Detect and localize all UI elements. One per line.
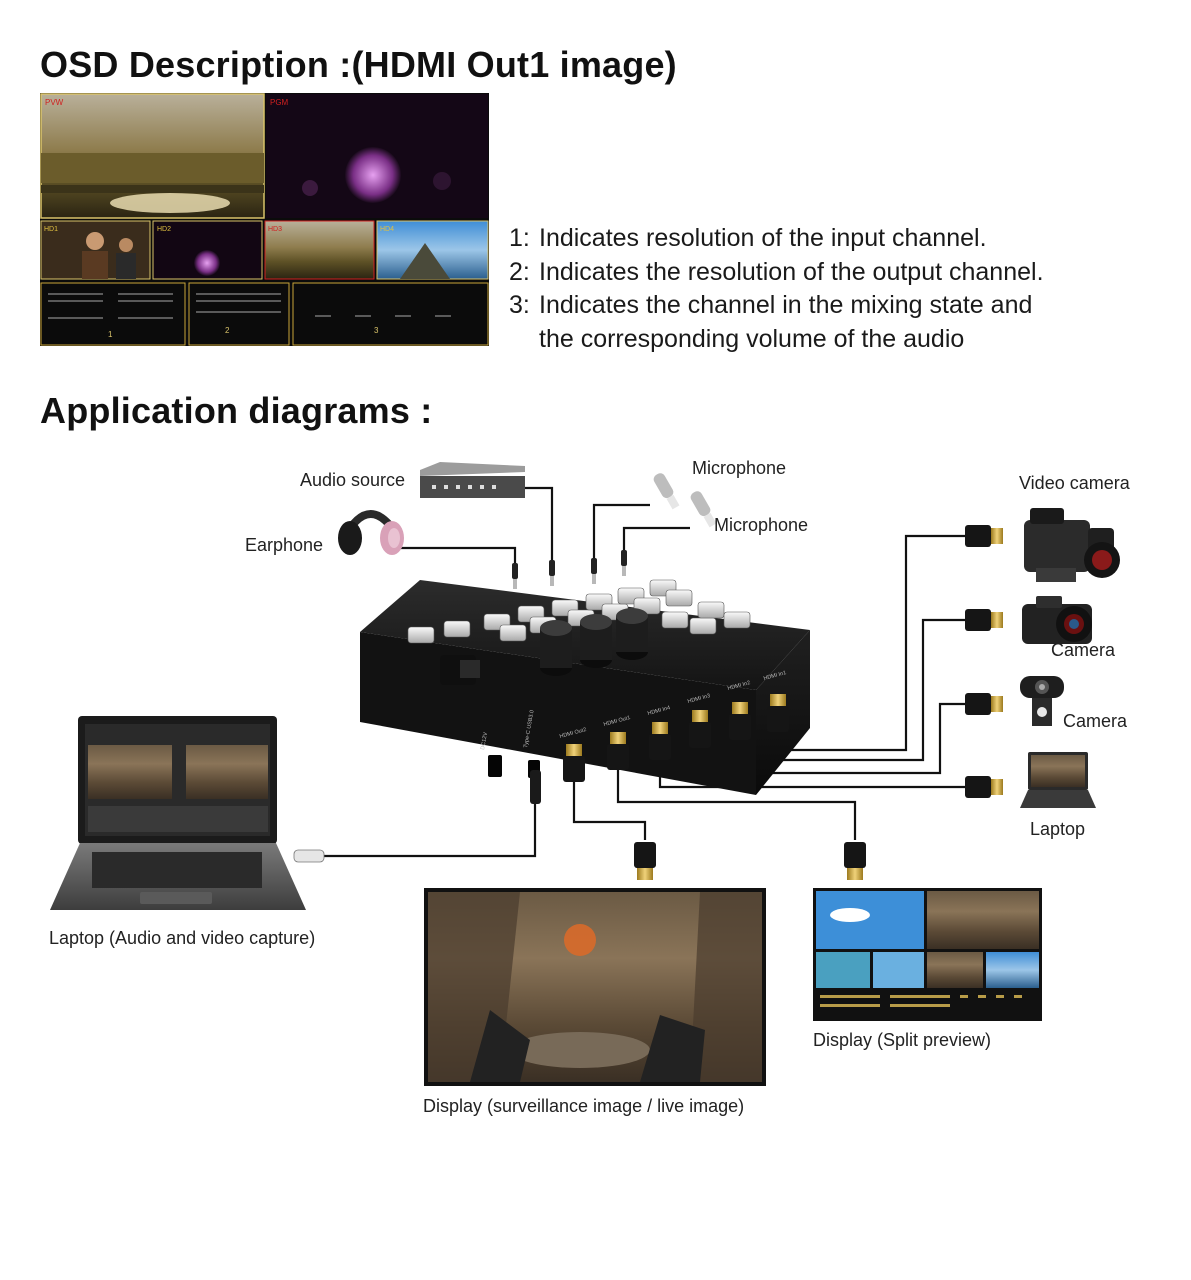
osd-item: 1: Indicates resolution of the input chan… <box>509 222 1044 256</box>
application-diagram: DC12V Type-C USB3.0 HDMI Out2 HDMI Out1 … <box>49 458 1131 1116</box>
osd-item: 2: Indicates the resolution of the output… <box>509 256 1044 290</box>
osd-box-2-number: 2 <box>225 326 230 335</box>
osd-item: 3: Indicates the channel in the mixing st… <box>509 289 1044 323</box>
laptop-source-icon <box>1020 752 1096 808</box>
port-label: HDMI In3 <box>687 693 711 705</box>
webcam-icon <box>1020 676 1064 726</box>
osd-item-number <box>509 323 539 357</box>
hd4-window: HD4 <box>376 220 489 280</box>
osd-info-boxes <box>40 282 489 346</box>
osd-preview-panel: PVW PGM HD1 HD2 HD3 HD4 <box>40 93 489 346</box>
port-label: HDMI In2 <box>727 680 751 692</box>
pvw-label: PVW <box>45 98 64 107</box>
t-bar-fader <box>440 655 480 685</box>
osd-item-number: 2: <box>509 257 530 286</box>
hd2-window: HD2 <box>152 220 263 280</box>
osd-box-3-number: 3 <box>374 326 379 335</box>
camera-label: Camera <box>1051 640 1116 660</box>
audio-source-label: Audio source <box>300 470 405 490</box>
microphone-label: Microphone <box>692 458 786 478</box>
input-hdmi-plugs <box>965 525 1003 798</box>
port-label: HDMI In1 <box>763 670 787 682</box>
display-split-icon <box>813 888 1042 1021</box>
pvw-window: PVW <box>40 93 265 219</box>
audio-jacks <box>512 550 627 589</box>
earphone-label: Earphone <box>245 535 323 555</box>
hd4-label: HD4 <box>380 226 394 233</box>
diagram-labels: Audio source Earphone Microphone Microph… <box>49 458 1131 1116</box>
hd2-label: HD2 <box>157 226 171 233</box>
osd-description-list: 1: Indicates resolution of the input chan… <box>509 222 1044 356</box>
port-label: HDMI In4 <box>647 705 671 717</box>
pgm-window: PGM <box>266 94 488 218</box>
microphone-icon <box>653 473 717 528</box>
pgm-label: PGM <box>270 98 289 107</box>
osd-item-text: Indicates the channel in the mixing stat… <box>539 291 1033 319</box>
display-split-label: Display (Split preview) <box>813 1030 991 1050</box>
camera-icon <box>1022 596 1092 644</box>
port-label: DC12V <box>480 732 489 751</box>
usb-c-plug <box>293 849 325 863</box>
output-hdmi-plugs <box>634 842 866 880</box>
capture-laptop-label: Laptop (Audio and video capture) <box>49 928 315 948</box>
osd-item-number: 3: <box>509 291 530 319</box>
osd-item: the corresponding volume of the audio <box>509 323 1044 357</box>
hd3-label: HD3 <box>268 226 282 233</box>
display-live-label: Display (surveillance image / live image… <box>423 1096 744 1116</box>
osd-item-text: Indicates the resolution of the output c… <box>539 257 1044 286</box>
osd-item-number: 1: <box>509 224 530 252</box>
laptop-label: Laptop <box>1030 819 1085 839</box>
device-knobs <box>540 608 648 676</box>
diagram-title: Application diagrams : <box>40 390 433 431</box>
hd3-window: HD3 <box>264 220 375 280</box>
osd-item-text: the corresponding volume of the audio <box>539 324 965 353</box>
capture-laptop-icon <box>50 716 306 910</box>
display-live-icon <box>424 888 766 1086</box>
osd-box-1-number: 1 <box>108 330 113 339</box>
device-hdmi-plugs <box>530 694 789 804</box>
microphone-label: Microphone <box>714 515 808 535</box>
video-switcher-device: DC12V Type-C USB3.0 HDMI Out2 HDMI Out1 … <box>360 579 810 795</box>
hd1-window: HD1 <box>40 220 151 280</box>
video-camera-icon <box>1024 508 1120 582</box>
video-camera-label: Video camera <box>1019 473 1131 493</box>
hd1-label: HD1 <box>44 226 58 233</box>
osd-info-text <box>48 293 451 319</box>
earphone-icon <box>338 510 404 555</box>
device-buttons <box>407 579 751 644</box>
camera-label: Camera <box>1063 711 1128 731</box>
osd-title: OSD Description :(HDMI Out1 image) <box>40 44 677 85</box>
osd-item-text: Indicates resolution of the input channe… <box>539 224 987 252</box>
audio-source-icon <box>420 462 525 498</box>
